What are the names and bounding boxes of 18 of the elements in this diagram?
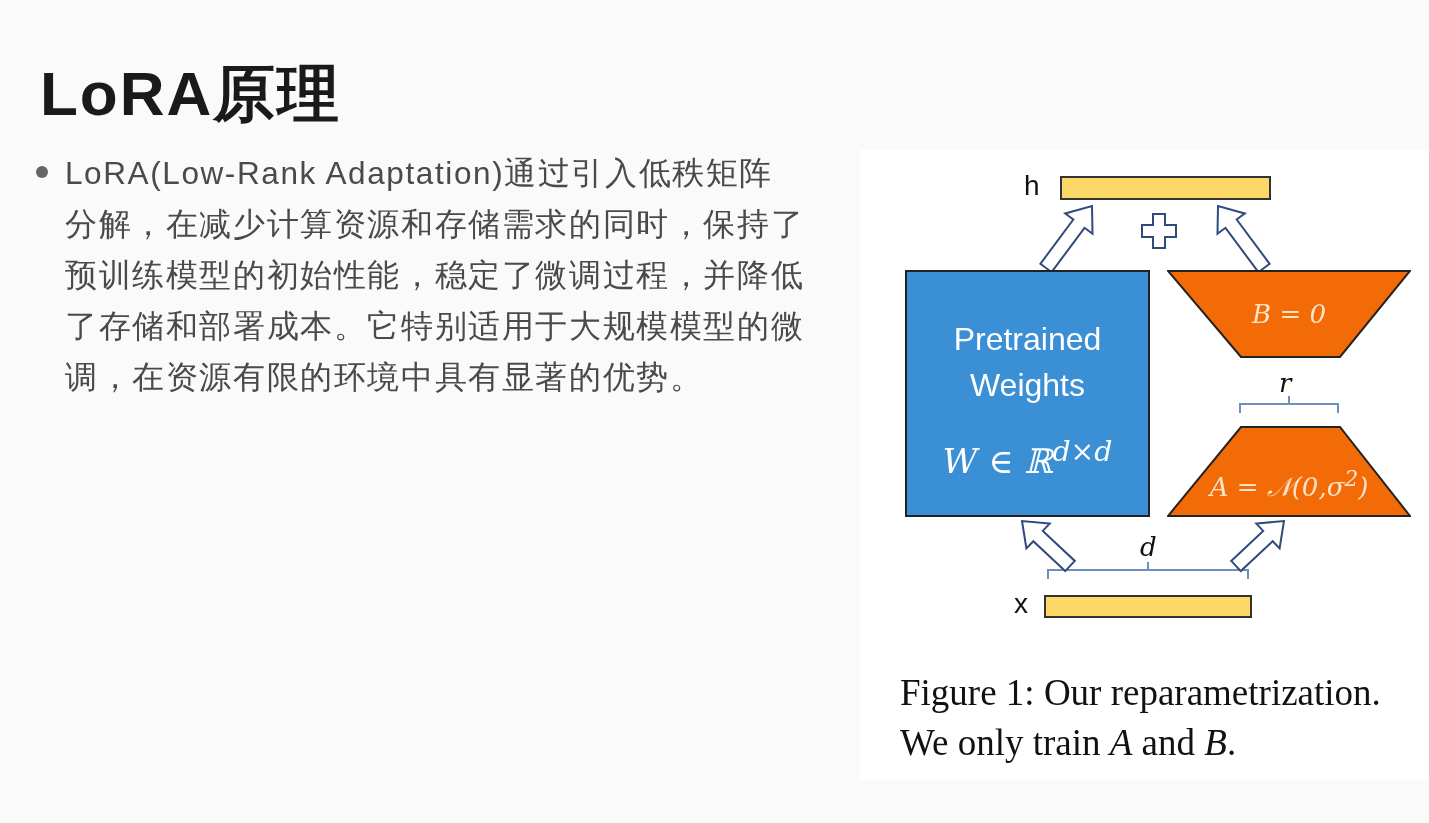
block-arrow [1020, 519, 1077, 573]
variable-label: h [1024, 170, 1040, 202]
empty-box [905, 270, 1150, 517]
formula: A = 𝒩(0,σ$^{2}$) [1209, 466, 1369, 503]
dimension-label: d [1140, 532, 1157, 562]
formula: W ∈ ℝ$^{d×d}$ [942, 435, 1113, 482]
bullet-text: LoRA(Low-Rank Adaptation)通过引入低秩矩阵分解，在减少计算资源和存储需求的同时，保持了预训练模型的初始性能，稳定了微调过程，并降低了存储和部署成本。它特别适用于大规模模型的微调，在资源有限的环境中具有显著的优势。 [65, 154, 805, 397]
empty-box [1167, 426, 1411, 517]
block-arrow [1229, 519, 1286, 573]
dimension-label: r [1279, 368, 1292, 398]
vector-bar [1044, 595, 1252, 618]
figure-caption: Figure 1: Our reparametrization. We only train A and B. [900, 671, 1382, 765]
empty-box [1167, 270, 1411, 358]
slide-title: LoRA原理 [40, 58, 342, 130]
vector-bar [1060, 176, 1271, 200]
box-label: Pretrained Weights [952, 319, 1103, 405]
formula: B = 0 [1252, 299, 1326, 329]
variable-label: x [1014, 588, 1028, 620]
